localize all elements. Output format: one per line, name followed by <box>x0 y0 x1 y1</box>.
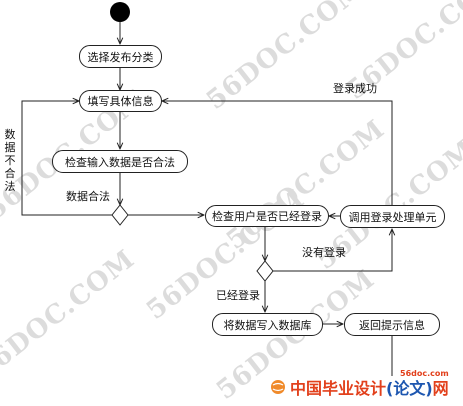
node-select-category: 选择发布分类 <box>79 45 162 68</box>
node-check-user: 检查用户是否已经登录 <box>205 205 329 227</box>
edge-invalid-loop <box>21 101 112 216</box>
label-not-logged-in: 没有登录 <box>302 246 346 259</box>
edge-notlogged-call <box>273 229 392 272</box>
node-return-msg: 返回提示信息 <box>344 313 440 336</box>
decision-data-valid <box>111 204 129 226</box>
label-data-invalid: 数据不合法 <box>4 128 16 193</box>
globe-icon <box>271 380 285 394</box>
edge-login-success <box>162 101 393 205</box>
brand-logo: 中国毕业设计(论文)网 <box>270 376 449 398</box>
node-fill-info: 填写具体信息 <box>79 90 162 112</box>
node-check-input: 检查输入数据是否合法 <box>52 150 188 173</box>
node-write-db: 将数据写入数据库 <box>212 313 323 336</box>
node-call-login: 调用登录处理单元 <box>340 205 445 228</box>
label-data-valid: 数据合法 <box>66 190 110 203</box>
brand-text: 中国毕业设计(论文)网 <box>290 379 449 398</box>
decision-logged-in <box>256 260 274 282</box>
label-logged-in: 已经登录 <box>216 289 260 302</box>
label-login-success: 登录成功 <box>333 82 377 95</box>
site-url: 56doc.com <box>400 369 449 378</box>
start-node <box>110 2 130 22</box>
